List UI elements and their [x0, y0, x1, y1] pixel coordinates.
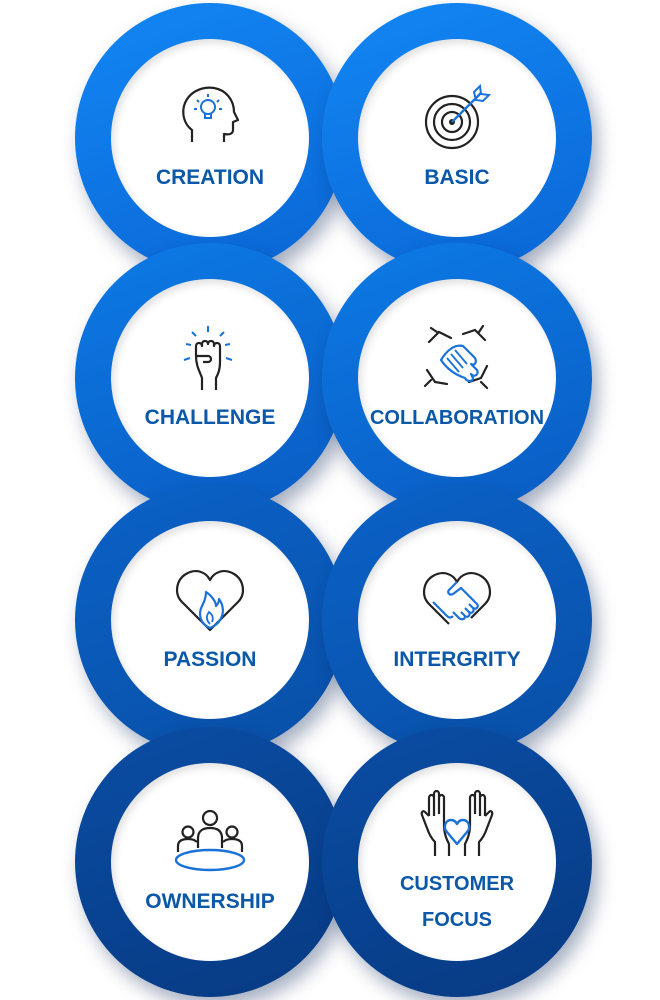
value-label: CHALLENGE [144, 406, 276, 429]
value-circle-collaboration: COLLABORATION [322, 243, 592, 513]
value-label: CREATION [155, 166, 265, 189]
value-circle-inner: OWNERSHIP [111, 763, 309, 961]
value-label: OWNERSHIP [145, 890, 275, 913]
value-label: CUSTOMER FOCUS [399, 873, 515, 931]
target-arrow-icon [424, 83, 492, 150]
value-circle-intergrity: INTERGRITY [322, 485, 592, 755]
value-circle-basic: BASIC [322, 3, 592, 273]
value-label: COLLABORATION [369, 407, 545, 429]
value-circle-inner: INTERGRITY [358, 521, 556, 719]
heart-handshake-icon [423, 572, 491, 625]
value-circle-ownership: OWNERSHIP [75, 727, 345, 997]
value-circle-inner: COLLABORATION [358, 279, 556, 477]
value-circle-passion: PASSION [75, 485, 345, 755]
value-circle-challenge: CHALLENGE [75, 243, 345, 513]
value-label: PASSION [163, 648, 257, 671]
value-circle-inner: CHALLENGE [111, 279, 309, 477]
group-circle-icon [174, 809, 246, 872]
value-circle-inner: PASSION [111, 521, 309, 719]
head-lightbulb-icon [182, 86, 240, 142]
value-circle-inner: CUSTOMER FOCUS [358, 763, 556, 961]
value-circle-inner: CREATION [111, 39, 309, 237]
heart-flame-icon [176, 570, 244, 632]
value-circle-inner: BASIC [358, 39, 556, 237]
value-circle-customer-focus: CUSTOMER FOCUS [322, 727, 592, 997]
value-label: BASIC [424, 166, 490, 189]
hands-together-icon [423, 324, 489, 390]
raised-fist-icon [183, 326, 233, 390]
hands-heart-icon [420, 789, 494, 856]
value-label: INTERGRITY [393, 648, 521, 671]
value-circle-creation: CREATION [75, 3, 345, 273]
